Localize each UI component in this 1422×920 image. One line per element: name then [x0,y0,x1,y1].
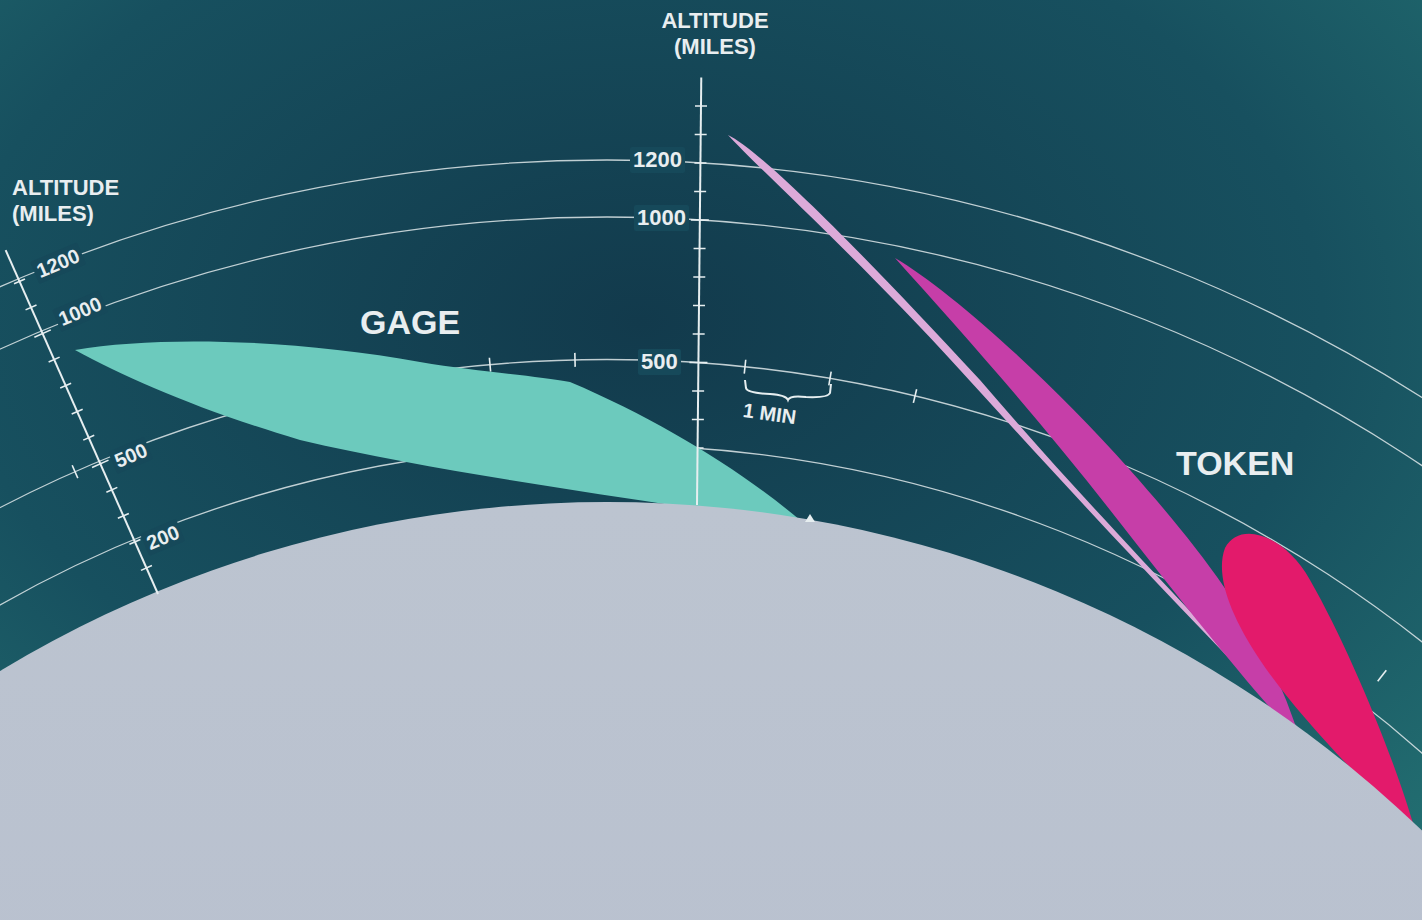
axis-title: ALTITUDE (MILES) [640,8,790,61]
altitude-value: 1200 [30,242,86,284]
altitude-value: 1200 [630,147,685,173]
launch-marker [805,514,815,522]
earth [0,502,1422,920]
time-tick [489,358,490,372]
time-scale: 1 MIN [742,398,798,429]
time-tick [574,353,576,367]
altitude-arc [0,160,1422,920]
time-tick [829,372,831,386]
time-tick [744,360,745,374]
altitude-arc [0,217,1422,920]
time-bracket [745,380,831,400]
axis-line [6,250,158,594]
altitude-value: 500 [638,349,681,375]
time-tick [72,465,78,478]
altitude-value: 1000 [52,290,108,332]
time-tick [1378,670,1387,681]
time-tick [913,389,916,403]
altitude-value: 500 [108,437,154,474]
altitude-axes [6,78,702,595]
trajectory-name: GAGE [360,302,460,343]
altitude-value: 200 [140,519,186,556]
gage-trajectory [75,341,800,520]
axis-line [697,78,701,506]
altitude-arcs [0,160,1422,920]
altitude-arc [0,445,1422,920]
axis-title: ALTITUDE (MILES) [12,175,152,228]
altitude-value: 1000 [634,205,689,231]
trajectory-name: TOKEN [1176,443,1294,484]
altitude-arc [0,360,1422,920]
